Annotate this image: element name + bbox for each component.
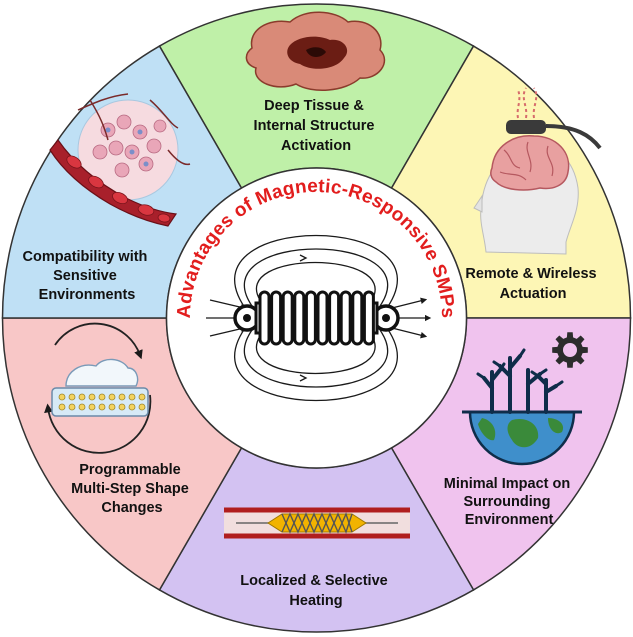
label-compatibility: Compatibility with Sensitive Environment… <box>23 249 152 303</box>
label-localized-heating: Localized & Selective Heating <box>240 573 392 609</box>
electromagnet-coil-icon <box>206 234 432 402</box>
coil-body <box>233 290 400 346</box>
coil-turn <box>258 290 271 346</box>
brain-head-icon <box>473 87 602 255</box>
coil-turn <box>362 290 375 346</box>
label-minimal-impact: Minimal Impact on Surrounding Environmen… <box>444 476 575 528</box>
earth-gear-icon <box>462 332 588 466</box>
coil-turn <box>351 290 364 346</box>
shape-change-icon <box>44 322 152 454</box>
coil-turn <box>270 290 283 346</box>
label-remote-wireless: Remote & Wireless Actuation <box>465 266 600 302</box>
coil-turn <box>339 290 352 346</box>
label-programmable: Programmable Multi-Step Shape Changes <box>71 462 193 516</box>
label-deep-tissue: Deep Tissue & Internal Structure Activat… <box>254 98 379 154</box>
coil-turn <box>304 290 317 346</box>
coil-turn <box>328 290 341 346</box>
coil-turn <box>281 290 294 346</box>
blood-cells-icon <box>49 93 191 227</box>
coil-turn <box>293 290 306 346</box>
tissue-icon <box>245 11 386 91</box>
coil-turn <box>316 290 329 346</box>
stent-vessel-icon <box>224 507 410 539</box>
